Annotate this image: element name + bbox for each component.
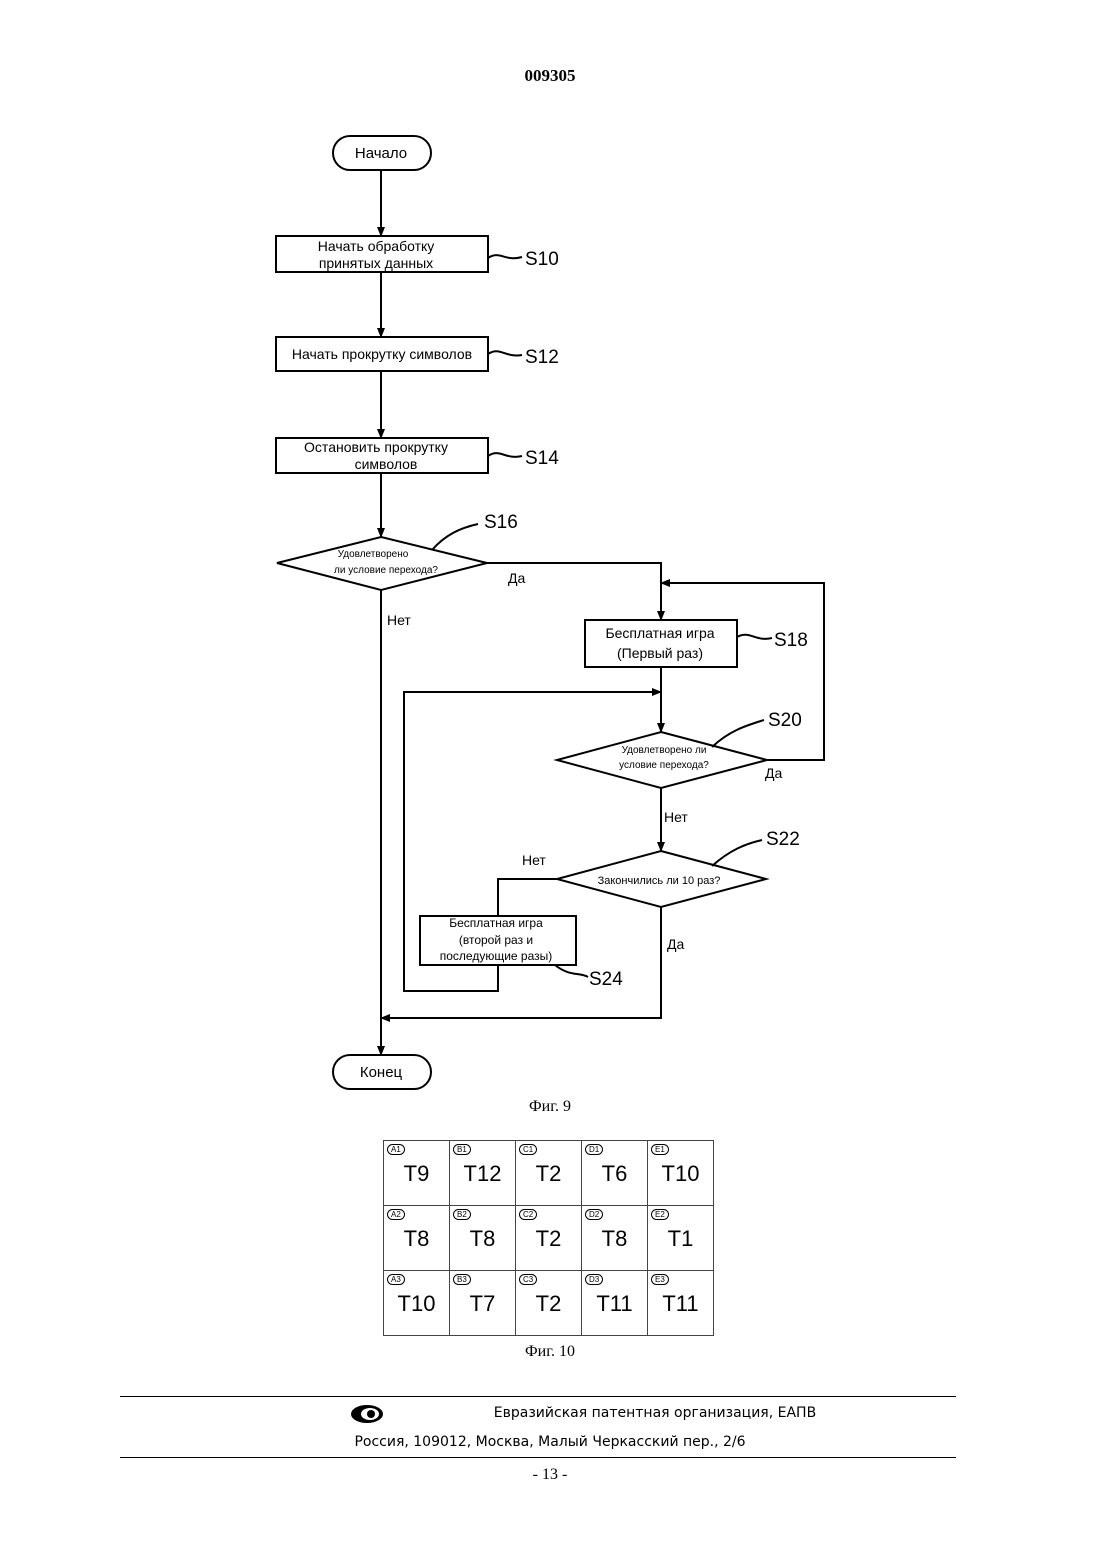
s20-yes-label: Да	[765, 765, 782, 781]
cell-symbol: T8	[450, 1226, 515, 1252]
s10-text-2: принятых данных	[319, 255, 433, 271]
grid-cell: A3T10	[384, 1271, 450, 1336]
grid-cell: B2T8	[450, 1206, 516, 1271]
grid-row: A3T10 B3T7 C3T2 D3T11 E3T11	[384, 1271, 714, 1336]
s18-text-2: (Первый раз)	[617, 645, 703, 661]
s14-label: S14	[525, 448, 559, 469]
end-label: Конец	[360, 1064, 403, 1081]
grid-cell: A2T8	[384, 1206, 450, 1271]
s18-label: S18	[774, 630, 808, 651]
footer-top-rule	[120, 1396, 956, 1397]
s20-text-1: Удовлетворено ли	[622, 745, 707, 756]
s12-text-1: Начать прокрутку символов	[292, 346, 472, 362]
cell-symbol: T10	[384, 1291, 449, 1317]
cell-position-badge: E2	[651, 1209, 669, 1220]
flowchart-figure-9: Начало Начать обработку принятых данных …	[0, 0, 1100, 1100]
cell-symbol: T2	[516, 1226, 581, 1252]
cell-position-badge: E1	[651, 1144, 669, 1155]
cell-symbol: T12	[450, 1161, 515, 1187]
grid-cell: E2T1	[648, 1206, 714, 1271]
footer-bottom-rule	[120, 1457, 956, 1458]
cell-position-badge: B3	[453, 1274, 471, 1285]
s24-text-2: (второй раз и	[459, 933, 533, 947]
cell-symbol: T8	[582, 1226, 647, 1252]
s14-text-2: символов	[355, 456, 418, 472]
cell-position-badge: A2	[387, 1209, 405, 1220]
cell-position-badge: E3	[651, 1274, 669, 1285]
footer-address: Россия, 109012, Москва, Малый Черкасский…	[0, 1434, 1100, 1450]
symbol-grid-figure-10: A1T9 B1T12 C1T2 D1T6 E1T10 A2T8 B2T8 C2T…	[383, 1140, 714, 1336]
grid-cell: D2T8	[582, 1206, 648, 1271]
cell-symbol: T11	[582, 1291, 647, 1317]
s16-text-1: Удовлетворено	[338, 549, 409, 560]
grid-cell: C1T2	[516, 1141, 582, 1206]
cell-symbol: T10	[648, 1161, 713, 1187]
s18-text-1: Бесплатная игра	[605, 625, 714, 641]
figure-9-caption: Фиг. 9	[0, 1098, 1100, 1116]
grid-cell: E1T10	[648, 1141, 714, 1206]
cell-position-badge: A1	[387, 1144, 405, 1155]
cell-position-badge: D1	[585, 1144, 603, 1155]
cell-position-badge: A3	[387, 1274, 405, 1285]
s10-text-1: Начать обработку	[318, 238, 435, 254]
cell-position-badge: D2	[585, 1209, 603, 1220]
cell-symbol: T8	[384, 1226, 449, 1252]
s16-no-label: Нет	[387, 612, 411, 628]
s12-label: S12	[525, 347, 559, 368]
grid-cell: C2T2	[516, 1206, 582, 1271]
cell-symbol: T1	[648, 1226, 713, 1252]
s16-text-2: ли условие перехода?	[334, 565, 438, 576]
grid-cell: A1T9	[384, 1141, 450, 1206]
cell-position-badge: C2	[519, 1209, 537, 1220]
cell-symbol: T11	[648, 1291, 713, 1317]
s16-diamond	[277, 537, 487, 590]
s22-text-1: Закончились ли 10 раз?	[598, 875, 721, 887]
page-number: - 13 -	[0, 1466, 1100, 1484]
s22-no-label: Нет	[522, 852, 546, 868]
s16-label: S16	[484, 512, 518, 533]
s14-text-1: Остановить прокрутку	[304, 439, 448, 455]
figure-10-caption: Фиг. 10	[0, 1343, 1100, 1361]
s20-label: S20	[768, 710, 802, 731]
cell-position-badge: B2	[453, 1209, 471, 1220]
s20-text-2: условие перехода?	[619, 760, 709, 771]
cell-symbol: T6	[582, 1161, 647, 1187]
grid-cell: B3T7	[450, 1271, 516, 1336]
s24-text-3: последующие разы)	[440, 949, 553, 963]
cell-symbol: T9	[384, 1161, 449, 1187]
cell-position-badge: C3	[519, 1274, 537, 1285]
grid-cell: D1T6	[582, 1141, 648, 1206]
cell-position-badge: B1	[453, 1144, 471, 1155]
s24-label: S24	[589, 969, 623, 990]
cell-symbol: T7	[450, 1291, 515, 1317]
cell-symbol: T2	[516, 1161, 581, 1187]
cell-position-badge: C1	[519, 1144, 537, 1155]
s22-yes-label: Да	[667, 936, 684, 952]
s22-label: S22	[766, 829, 800, 850]
cell-symbol: T2	[516, 1291, 581, 1317]
grid-cell: D3T11	[582, 1271, 648, 1336]
grid-row: A2T8 B2T8 C2T2 D2T8 E2T1	[384, 1206, 714, 1271]
s24-text-1: Бесплатная игра	[449, 916, 543, 930]
s16-yes-label: Да	[508, 570, 525, 586]
grid-cell: C3T2	[516, 1271, 582, 1336]
s10-label: S10	[525, 249, 559, 270]
start-label: Начало	[355, 145, 407, 162]
grid-cell: B1T12	[450, 1141, 516, 1206]
s20-no-label: Нет	[664, 809, 688, 825]
grid-cell: E3T11	[648, 1271, 714, 1336]
footer-organization: Евразийская патентная организация, ЕАПВ	[105, 1405, 1100, 1421]
grid-row: A1T9 B1T12 C1T2 D1T6 E1T10	[384, 1141, 714, 1206]
cell-position-badge: D3	[585, 1274, 603, 1285]
